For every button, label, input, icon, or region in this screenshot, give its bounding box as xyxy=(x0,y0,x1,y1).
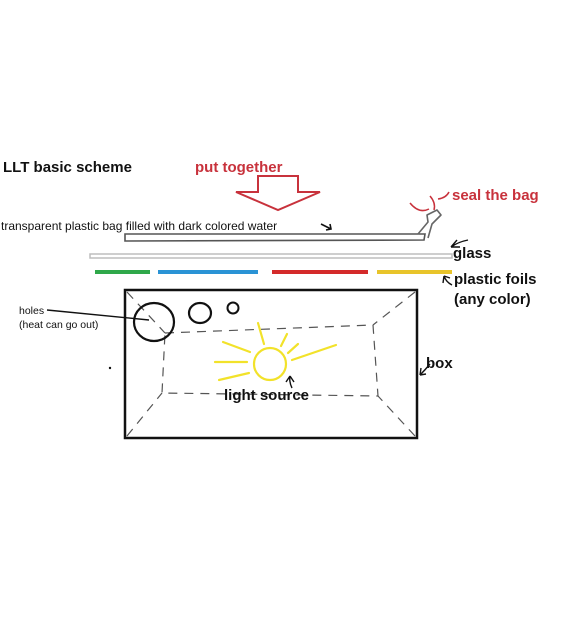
hole-small xyxy=(226,301,240,315)
foil-yellow xyxy=(377,270,452,274)
plastic-bag xyxy=(124,233,426,242)
glass-label: glass xyxy=(453,245,491,262)
box-corner-line xyxy=(372,291,416,326)
diagram-title: LLT basic scheme xyxy=(3,159,132,176)
holes-pointer-line xyxy=(46,309,150,321)
box-corner-line xyxy=(126,392,163,437)
bag-label: transparent plastic bag filled with dark… xyxy=(1,219,277,233)
box-inner-perspective xyxy=(161,324,379,397)
bag-pointer-arrow-icon xyxy=(320,223,332,231)
down-arrow-icon xyxy=(235,175,321,212)
stray-dot xyxy=(108,366,112,370)
seal-mark-icon xyxy=(437,191,450,200)
bag-sealed-end xyxy=(417,209,442,239)
seal-mark-icon xyxy=(429,195,436,211)
hole-medium xyxy=(187,301,213,325)
box-corner-line xyxy=(126,291,166,334)
foils-pointer-arrow-icon xyxy=(442,275,453,286)
seal-the-bag-label: seal the bag xyxy=(452,187,539,204)
foil-green xyxy=(95,270,150,274)
box-pointer-arrow-icon xyxy=(419,363,431,376)
seal-mark-icon xyxy=(409,202,430,212)
box-corner-line xyxy=(377,395,416,437)
plastic-foils-label: plastic foils xyxy=(454,271,537,288)
glass-plate xyxy=(89,253,453,259)
holes-sublabel: (heat can go out) xyxy=(19,319,98,331)
box-label: box xyxy=(426,355,453,372)
hole-large xyxy=(132,301,176,343)
box-outline xyxy=(123,288,419,440)
foil-blue xyxy=(158,270,258,274)
plastic-foils-sublabel: (any color) xyxy=(454,291,531,308)
light-source-label: light source xyxy=(224,387,309,404)
put-together-label: put together xyxy=(195,159,283,176)
glass-pointer-arrow-icon xyxy=(450,239,469,248)
holes-label: holes xyxy=(19,305,44,317)
foil-red xyxy=(272,270,368,274)
sun-icon xyxy=(213,321,338,382)
light-source-pointer-arrow-icon xyxy=(285,375,295,389)
